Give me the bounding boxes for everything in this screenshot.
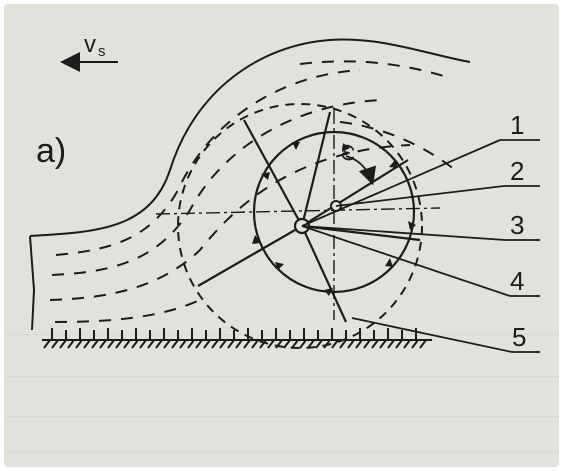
omega-label: ω xyxy=(337,144,362,161)
flow-boundary-curve xyxy=(29,38,471,237)
callout-2: 2 xyxy=(510,156,524,186)
panel-label: a) xyxy=(36,132,66,170)
leader-lines xyxy=(301,139,540,353)
callout-1: 1 xyxy=(510,110,524,140)
center-lines xyxy=(155,110,441,320)
omega-arc xyxy=(345,155,376,186)
stream-lines xyxy=(49,60,456,323)
velocity-label: v xyxy=(84,31,96,58)
callout-4: 4 xyxy=(510,266,524,296)
flow-left-edge xyxy=(29,235,36,331)
rotation-arrows xyxy=(252,142,416,296)
outer-dashed-circle xyxy=(177,103,423,349)
velocity-subscript: s xyxy=(98,43,106,60)
callout-3: 3 xyxy=(510,210,524,240)
rotor-blades xyxy=(197,111,421,323)
ground-surface xyxy=(42,328,432,349)
callout-5: 5 xyxy=(512,322,526,352)
scanned-paper-background xyxy=(4,4,559,467)
